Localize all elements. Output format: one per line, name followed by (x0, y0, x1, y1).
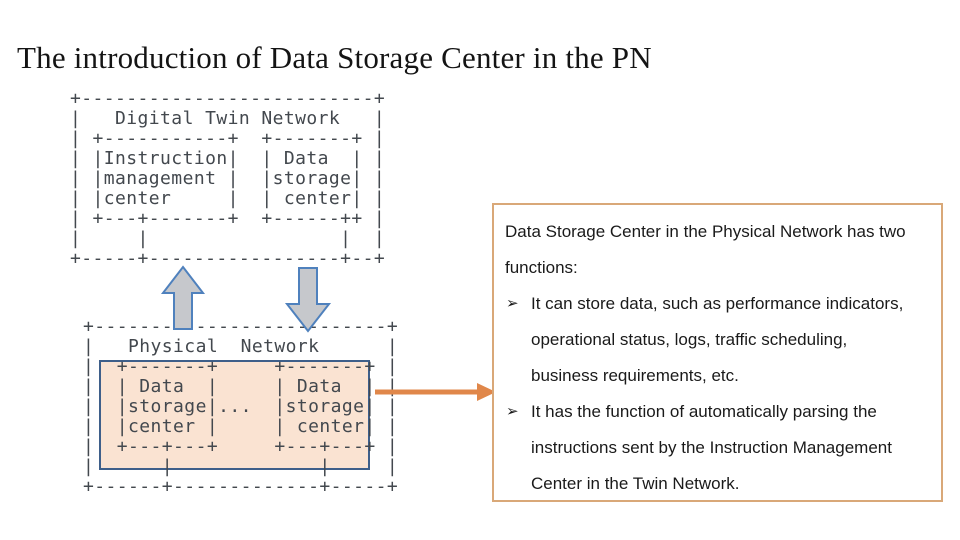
bullet-line: It has the function of automatically par… (531, 402, 877, 421)
callout-intro-line: functions: (505, 258, 578, 277)
bullet-item: ➢ It has the function of automatically p… (505, 394, 933, 502)
callout-box: Data Storage Center in the Physical Netw… (492, 203, 943, 502)
data-storage-highlight-box (99, 360, 370, 470)
bullet-line: instructions sent by the Instruction Man… (531, 438, 892, 457)
physical-network-ascii-diagram: +--------------------------+ | Physical … (83, 316, 399, 497)
bullet-line: It can store data, such as performance i… (531, 294, 904, 313)
bullet-arrow-icon: ➢ (506, 403, 519, 420)
bullet-line: operational status, logs, traffic schedu… (531, 330, 848, 349)
slide-title: The introduction of Data Storage Center … (17, 40, 652, 75)
bullet-line: Center in the Twin Network. (531, 474, 740, 493)
bullet-line: business requirements, etc. (531, 366, 739, 385)
bullet-arrow-icon: ➢ (506, 295, 519, 312)
bullet-item: ➢ It can store data, such as performance… (505, 286, 933, 394)
bullet-text: It has the function of automatically par… (531, 394, 933, 502)
bullet-text: It can store data, such as performance i… (531, 286, 933, 394)
digital-twin-network-ascii-diagram: +--------------------------+ | Digital T… (70, 88, 386, 269)
callout-intro-line: Data Storage Center in the Physical Netw… (505, 222, 906, 241)
